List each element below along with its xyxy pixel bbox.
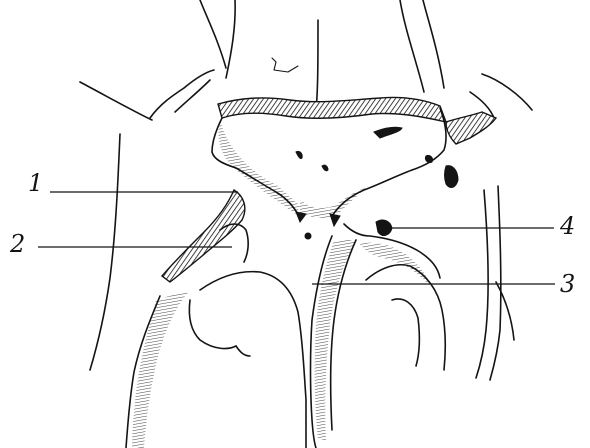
right-process — [311, 186, 515, 448]
central-bone — [212, 108, 458, 239]
label-2: 2 — [9, 230, 25, 258]
left-process — [90, 134, 306, 448]
label-1: 1 — [28, 169, 43, 197]
label-4: 4 — [559, 212, 575, 240]
suture-band — [218, 97, 496, 144]
label-3: 3 — [560, 270, 575, 298]
figure-labels: 1 2 3 4 — [9, 169, 575, 298]
